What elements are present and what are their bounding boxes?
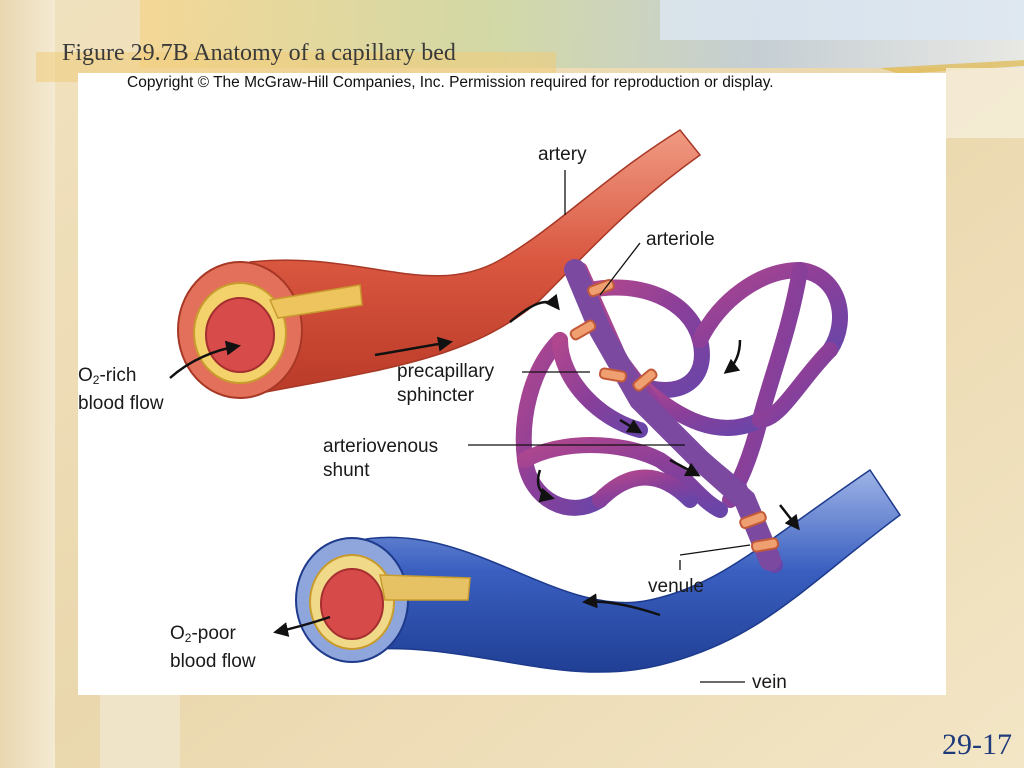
leader-lines (468, 170, 751, 683)
vein (295, 468, 902, 673)
label-arteriole: arteriole (646, 229, 715, 250)
o2-poor-suffix: -poor (191, 623, 236, 644)
o2-poor-prefix: O (170, 623, 185, 644)
o2-rich-line2: blood flow (78, 393, 164, 414)
precapillary-sphincters (569, 278, 780, 553)
artery (177, 129, 702, 399)
o2-poor-sub: 2 (184, 631, 192, 645)
label-venule: venule (648, 576, 704, 597)
label-vein: vein (752, 672, 787, 693)
label-arteriovenous-shunt: arteriovenous shunt (323, 435, 438, 483)
label-precapillary-line1: precapillary (397, 361, 495, 382)
label-o2-rich-blood-flow: O2-rich blood flow (78, 364, 164, 416)
flow-arrows (169, 293, 800, 637)
label-shunt-line2: shunt (323, 460, 370, 481)
arteriovenous-shunt (564, 259, 781, 571)
label-shunt-line1: arteriovenous (323, 436, 439, 457)
label-o2-poor-blood-flow: O2-poor blood flow (170, 622, 256, 674)
slide-title: Figure 29.7B Anatomy of a capillary bed (62, 40, 456, 66)
label-precapillary-sphincter: precapillary sphincter (397, 360, 494, 408)
label-precapillary-line2: sphincter (397, 385, 475, 406)
copyright-notice: Copyright © The McGraw-Hill Companies, I… (127, 74, 774, 91)
o2-poor-line2: blood flow (170, 651, 256, 672)
label-artery: artery (538, 144, 587, 165)
o2-rich-prefix: O (78, 365, 93, 386)
o2-rich-sub: 2 (92, 373, 100, 387)
slide-number: 29-17 (942, 728, 1012, 761)
o2-rich-suffix: -rich (99, 365, 137, 386)
